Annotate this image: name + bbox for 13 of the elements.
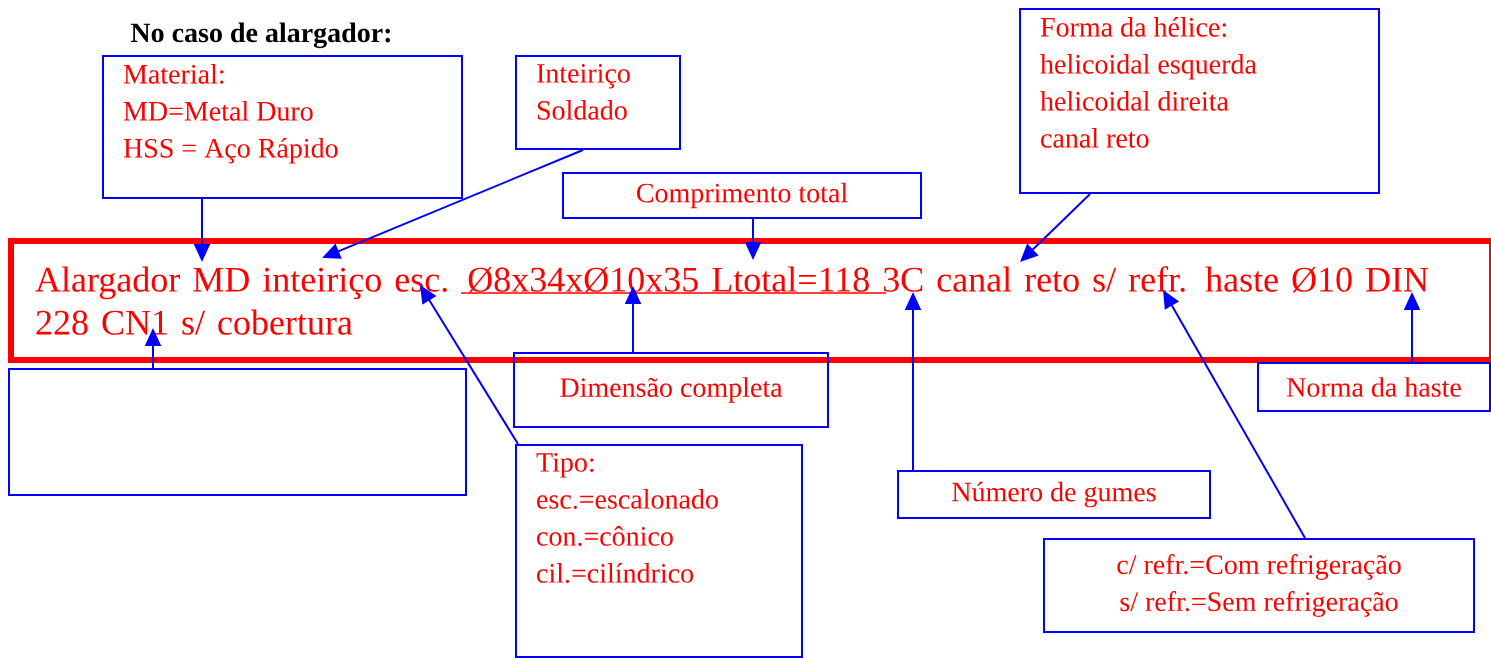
callout-box: Forma da hélice: helicoidal esquerda helicoidal direita canal reto <box>1019 8 1381 194</box>
empty-box <box>8 368 467 496</box>
callout-box: Tipo: esc.=escalonado con.=cônico cil.=cilíndrico <box>515 444 803 658</box>
callout-box: Dimensão completa <box>513 352 829 428</box>
callout-box: Comprimento total <box>562 172 922 219</box>
heading: No caso de alargador: <box>130 22 390 49</box>
callout-box: c/ refr.=Com refrigeração s/ refr.=Sem refrigeração <box>1043 538 1476 633</box>
callout-box: Material: MD=Metal Duro HSS = Aço Rápido <box>102 55 463 199</box>
arrow <box>1020 193 1091 262</box>
callout-box: Norma da haste <box>1257 362 1491 412</box>
callout-box: Inteiriço Soldado <box>515 55 681 150</box>
description-frame: Alargador MD inteiriço esc. Ø8x34xØ10x35 Ltotal=118 3C canal reto s/ refr. haste Ø10 DIN 228 CN1 s/ cobertura <box>8 238 1491 363</box>
callout-box: Número de gumes <box>897 470 1211 519</box>
